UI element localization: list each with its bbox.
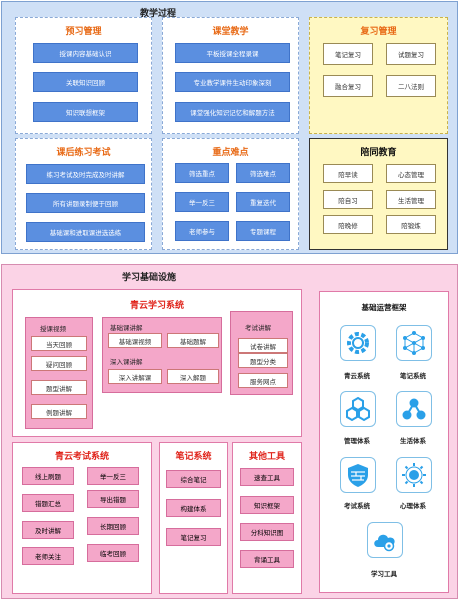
exam-item[interactable]: 老师关注 [22, 547, 74, 565]
course-item[interactable]: 基础题解 [167, 333, 219, 348]
panel-title: 其他工具 [248, 452, 285, 462]
icon-label: 生活体系 [400, 437, 426, 445]
classroom-panel: 课堂教学 平板授课全程录课 专业教学课件生动印象深刻 课堂强化知识记忆和解题方法 [162, 17, 299, 134]
icon-label: 心理体系 [400, 502, 426, 510]
exam-lecture-item[interactable]: 试卷讲解 [238, 338, 288, 353]
exam-lecture-item[interactable]: 服务网点 [238, 373, 288, 388]
course-item[interactable]: 深入讲解课 [108, 369, 162, 384]
tools-item[interactable]: 背诵工具 [240, 550, 294, 568]
learning-infrastructure-section: 学习基础设施 青云学习系统 授课视频 当天回顾 疑问回顾 题型讲解 例题讲解 基… [1, 264, 458, 599]
review-panel: 复习管理 笔记复习 试题复习 融合复习 二八法则 [309, 17, 448, 134]
tools-item[interactable]: 分科知识图 [240, 523, 294, 541]
notes-item[interactable]: 笔记复习 [166, 528, 221, 546]
keypoints-item[interactable]: 重复迭代 [236, 192, 290, 212]
preview-item[interactable]: 授课内容基础认识 [33, 43, 138, 63]
course-lecture-box: 基础课讲解 基础课视频 基础题解 深入课讲解 深入讲解课 深入解题 [102, 317, 222, 393]
classroom-item[interactable]: 专业教学课件生动印象深刻 [175, 72, 290, 92]
icon-label: 青云系统 [344, 372, 370, 380]
panel-title: 课后练习考试 [56, 148, 111, 158]
exam-item[interactable]: 举一反三 [87, 467, 139, 485]
preview-panel: 预习管理 授课内容基础认识 关联知识回顾 知识联想框架 [15, 17, 152, 134]
companion-item[interactable]: 陪锻炼 [386, 215, 436, 234]
panel-title: 陪同教育 [360, 148, 397, 158]
keypoints-item[interactable]: 筛选重点 [175, 163, 229, 183]
course-item[interactable]: 深入解题 [167, 369, 219, 384]
preview-item[interactable]: 关联知识回顾 [33, 72, 138, 92]
sun-icon[interactable] [396, 457, 432, 493]
companion-panel: 陪同教育 陪早读 心态管理 陪自习 生活管理 陪晚修 陪锻炼 [309, 138, 448, 250]
exam-lecture-item[interactable]: 题型分类 [238, 353, 288, 368]
companion-item[interactable]: 心态管理 [386, 164, 436, 183]
icon-label: 笔记系统 [400, 372, 426, 380]
infra-panel: 基础运营框架 青云系统 笔记系统 管理体系 生活体系 考试系统 心理体系 [319, 291, 449, 593]
review-item[interactable]: 融合复习 [323, 75, 373, 97]
exam-item[interactable]: 错题汇总 [22, 494, 74, 512]
review-item[interactable]: 试题复习 [386, 43, 436, 65]
practice-panel: 课后练习考试 练习考试及时完成及时讲解 所有讲题录制便于回顾 基础课和进取课进选… [15, 138, 152, 250]
practice-item[interactable]: 练习考试及时完成及时讲解 [26, 164, 145, 184]
companion-item[interactable]: 陪自习 [323, 190, 373, 209]
companion-item[interactable]: 陪晚修 [323, 215, 373, 234]
tools-item[interactable]: 速查工具 [240, 468, 294, 486]
exam-item[interactable]: 长期回顾 [87, 517, 139, 535]
companion-item[interactable]: 生活管理 [386, 190, 436, 209]
section-title: 教学过程 [140, 9, 177, 19]
icon-label: 管理体系 [344, 437, 370, 445]
review-item[interactable]: 二八法则 [386, 75, 436, 97]
video-item[interactable]: 疑问回顾 [31, 356, 87, 371]
qingyun-exam-panel: 青云考试系统 线上刷题 举一反三 错题汇总 导出错题 及时讲解 长期回顾 老师关… [12, 442, 152, 594]
practice-item[interactable]: 基础课和进取课进选选练 [26, 222, 145, 242]
panel-title: 基础运营框架 [361, 303, 407, 312]
video-item[interactable]: 例题讲解 [31, 404, 87, 419]
icon-label: 考试系统 [344, 502, 370, 510]
notes-item[interactable]: 构建体系 [166, 499, 221, 517]
tools-item[interactable]: 知识框架 [240, 496, 294, 514]
keypoints-item[interactable]: 专题课程 [236, 221, 290, 241]
course-item[interactable]: 基础课视频 [108, 333, 162, 348]
keypoints-panel: 重点难点 筛选重点 筛选难点 举一反三 重复迭代 老师参与 专题课程 [162, 138, 299, 250]
molecule-icon[interactable] [396, 391, 432, 427]
cloud-gear-icon[interactable] [367, 522, 403, 558]
teaching-process-section: 教学过程 预习管理 授课内容基础认识 关联知识回顾 知识联想框架 课堂教学 平板… [1, 1, 458, 254]
box-title: 深入课讲解 [110, 358, 143, 366]
panel-title: 青云学习系统 [129, 301, 184, 311]
panel-title: 预习管理 [65, 27, 102, 37]
classroom-item[interactable]: 平板授课全程录课 [175, 43, 290, 63]
notes-panel: 笔记系统 综合笔记 构建体系 笔记复习 [159, 442, 228, 594]
exam-item[interactable]: 及时讲解 [22, 521, 74, 539]
video-item[interactable]: 题型讲解 [31, 380, 87, 395]
video-item[interactable]: 当天回顾 [31, 336, 87, 351]
practice-item[interactable]: 所有讲题录制便于回顾 [26, 193, 145, 213]
box-title: 授课视频 [40, 325, 66, 333]
panel-title: 笔记系统 [175, 452, 212, 462]
keypoints-item[interactable]: 老师参与 [175, 221, 229, 241]
box-title: 基础课讲解 [110, 324, 143, 332]
panel-title: 重点难点 [212, 148, 249, 158]
preview-item[interactable]: 知识联想框架 [33, 102, 138, 122]
gear-icon[interactable] [340, 325, 376, 361]
exam-item[interactable]: 导出错题 [87, 490, 139, 508]
section-title: 学习基础设施 [122, 273, 177, 283]
exam-lecture-box: 考试讲解 试卷讲解 题型分类 服务网点 [230, 311, 293, 395]
tools-panel: 其他工具 速查工具 知识框架 分科知识图 背诵工具 [232, 442, 302, 594]
notes-item[interactable]: 综合笔记 [166, 470, 221, 488]
panel-title: 课堂教学 [212, 27, 249, 37]
lecture-video-box: 授课视频 当天回顾 疑问回顾 题型讲解 例题讲解 [25, 317, 93, 429]
box-title: 考试讲解 [245, 324, 271, 332]
exam-item[interactable]: 线上刷题 [22, 467, 74, 485]
keypoints-item[interactable]: 筛选难点 [236, 163, 290, 183]
hexagon-icon[interactable] [340, 391, 376, 427]
panel-title: 青云考试系统 [54, 452, 109, 462]
qingyun-learning-panel: 青云学习系统 授课视频 当天回顾 疑问回顾 题型讲解 例题讲解 基础课讲解 基础… [12, 289, 302, 437]
exam-item[interactable]: 临考回顾 [87, 544, 139, 562]
shield-icon[interactable] [340, 457, 376, 493]
classroom-item[interactable]: 课堂强化知识记忆和解题方法 [175, 102, 290, 122]
panel-title: 复习管理 [360, 27, 397, 37]
companion-item[interactable]: 陪早读 [323, 164, 373, 183]
keypoints-item[interactable]: 举一反三 [175, 192, 229, 212]
network-icon[interactable] [396, 325, 432, 361]
review-item[interactable]: 笔记复习 [323, 43, 373, 65]
icon-label: 学习工具 [371, 570, 397, 578]
